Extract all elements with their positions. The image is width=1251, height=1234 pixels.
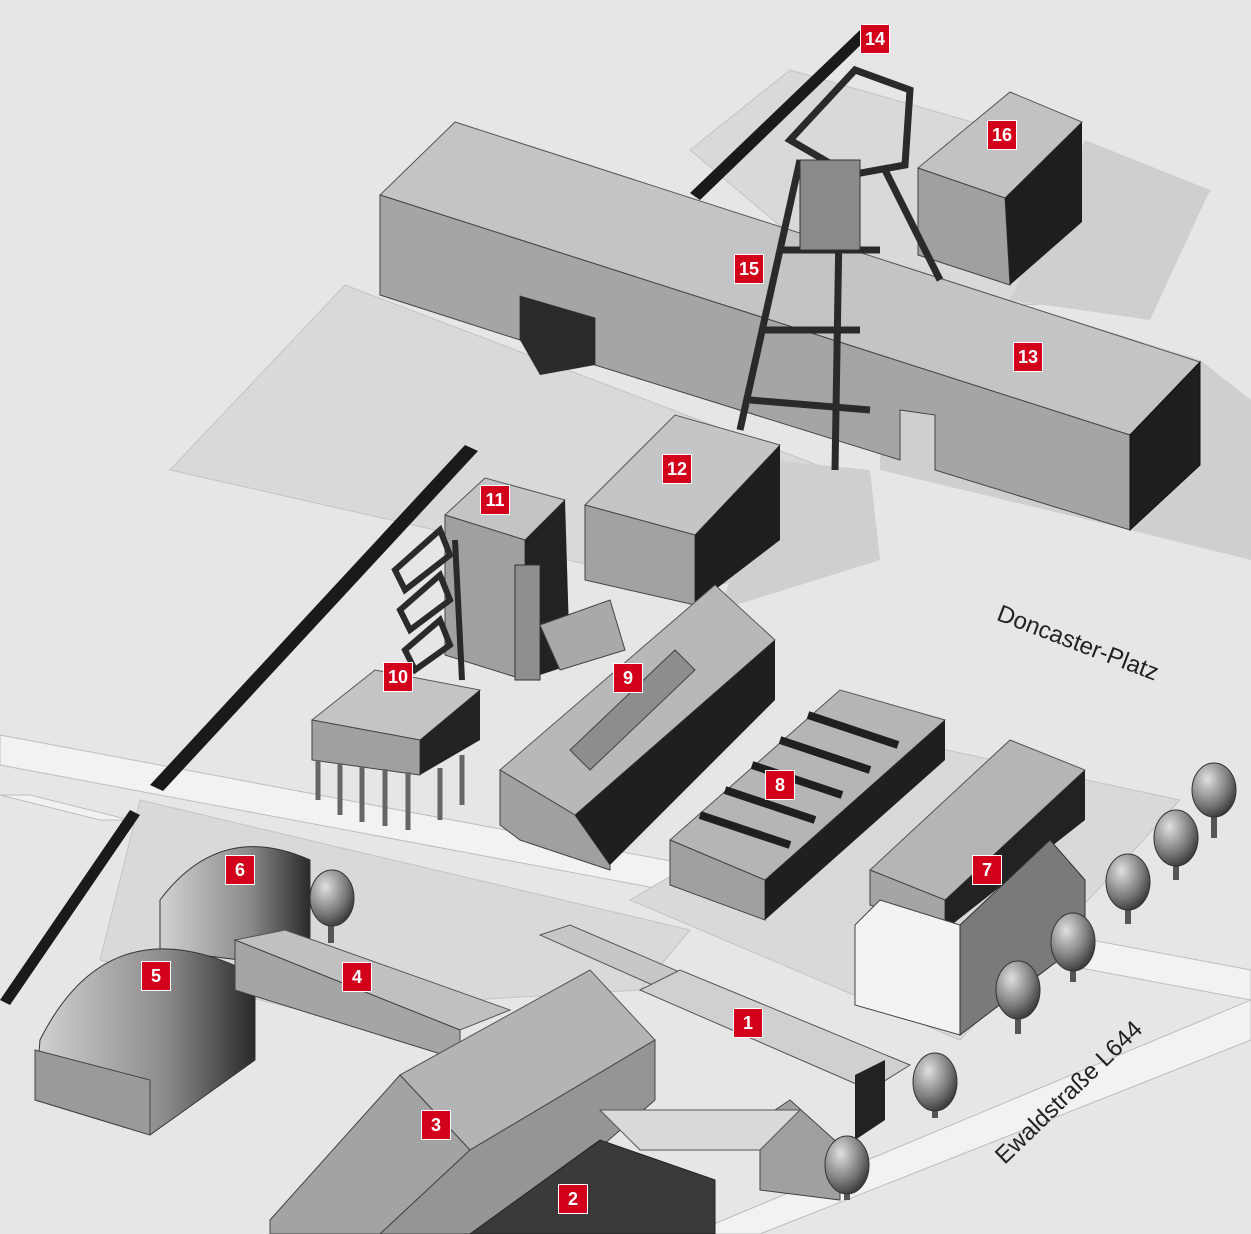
headframe-body	[799, 159, 861, 251]
marker-11[interactable]: 11	[480, 485, 510, 515]
marker-8[interactable]: 8	[765, 770, 795, 800]
marker-5[interactable]: 5	[141, 961, 171, 991]
marker-10[interactable]: 10	[383, 662, 413, 692]
building-2	[469, 1099, 841, 1234]
building-10	[310, 524, 482, 830]
marker-3[interactable]: 3	[421, 1110, 451, 1140]
building-6	[159, 846, 311, 961]
marker-4[interactable]: 4	[342, 962, 372, 992]
building-4	[233, 929, 512, 1061]
marker-1[interactable]: 1	[733, 1008, 763, 1038]
marker-7[interactable]: 7	[972, 855, 1002, 885]
marker-9[interactable]: 9	[613, 663, 643, 693]
marker-16[interactable]: 16	[987, 120, 1017, 150]
marker-15[interactable]: 15	[734, 254, 764, 284]
building-1	[538, 924, 912, 1140]
marker-14[interactable]: 14	[860, 24, 890, 54]
building-3	[269, 969, 656, 1234]
trees	[309, 762, 1237, 1200]
building-9	[499, 584, 776, 871]
building-7	[854, 739, 1086, 1037]
marker-6[interactable]: 6	[225, 855, 255, 885]
marker-12[interactable]: 12	[662, 454, 692, 484]
marker-2[interactable]: 2	[558, 1184, 588, 1214]
building-8	[669, 689, 947, 921]
marker-13[interactable]: 13	[1013, 342, 1043, 372]
rail-lines	[0, 30, 870, 1005]
